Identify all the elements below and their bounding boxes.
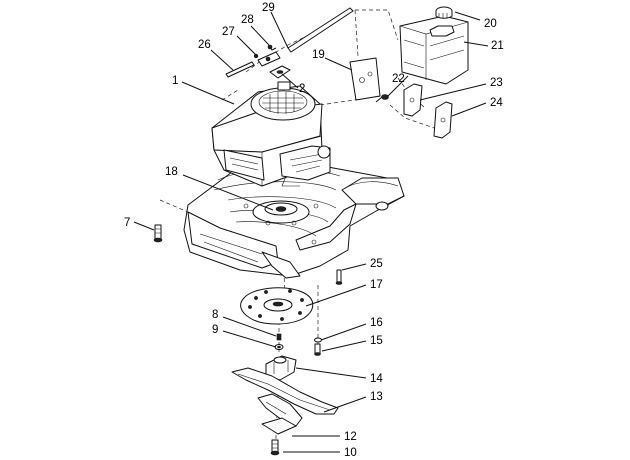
control-cable-bracket: [257, 51, 281, 67]
callout-2: 2: [299, 83, 305, 95]
callout-21: 21: [491, 40, 504, 52]
callout-14: 14: [370, 373, 383, 385]
leader-lines: [133, 11, 489, 453]
bolt-22: [375, 94, 389, 103]
callout-9: 9: [212, 324, 218, 336]
fuel-cap: [435, 6, 453, 19]
tank-strap-front: [403, 83, 423, 117]
screw-27: [253, 53, 259, 59]
washer-16: [314, 337, 322, 343]
callout-19: 19: [312, 49, 325, 61]
callout-13: 13: [370, 391, 383, 403]
mounting-bracket: [349, 57, 381, 101]
callout-7: 7: [124, 217, 130, 229]
engine: [211, 81, 331, 187]
callout-20: 20: [484, 18, 497, 30]
callout-28: 28: [241, 14, 254, 26]
callout-27: 27: [222, 26, 235, 38]
callout-16: 16: [370, 317, 383, 329]
callout-labels: 1 2 7 8 9 10 12 13 14 15 16 17 18 19 20 …: [124, 2, 504, 459]
callout-22: 22: [392, 73, 405, 85]
control-lever-2: [269, 65, 291, 79]
callout-26: 26: [198, 39, 211, 51]
throttle-rod: [287, 7, 354, 53]
link-rod-26: [225, 61, 255, 78]
callout-29: 29: [262, 2, 275, 14]
spring-28: [267, 43, 277, 51]
blade-bolt-10: [270, 439, 280, 456]
fuel-tank: [399, 15, 469, 85]
mower-deck: [183, 159, 405, 279]
blade-adapter-plate: [240, 287, 314, 325]
callout-23: 23: [490, 77, 503, 89]
callout-10: 10: [344, 447, 357, 459]
callout-15: 15: [370, 335, 383, 347]
washer-9: [274, 344, 284, 350]
bolt-7: [153, 224, 163, 243]
bolt-25: [335, 269, 343, 285]
mower-blade: [231, 367, 339, 427]
callout-25: 25: [370, 258, 383, 270]
screw-15: [314, 343, 321, 356]
callout-24: 24: [490, 97, 503, 109]
callout-17: 17: [370, 279, 383, 291]
callout-8: 8: [212, 309, 218, 321]
callout-12: 12: [344, 431, 357, 443]
key-8: [276, 333, 282, 341]
callout-1: 1: [172, 75, 178, 87]
callout-18: 18: [165, 166, 178, 178]
blade-washer-12: [261, 417, 297, 435]
tank-strap-rear: [433, 101, 453, 139]
